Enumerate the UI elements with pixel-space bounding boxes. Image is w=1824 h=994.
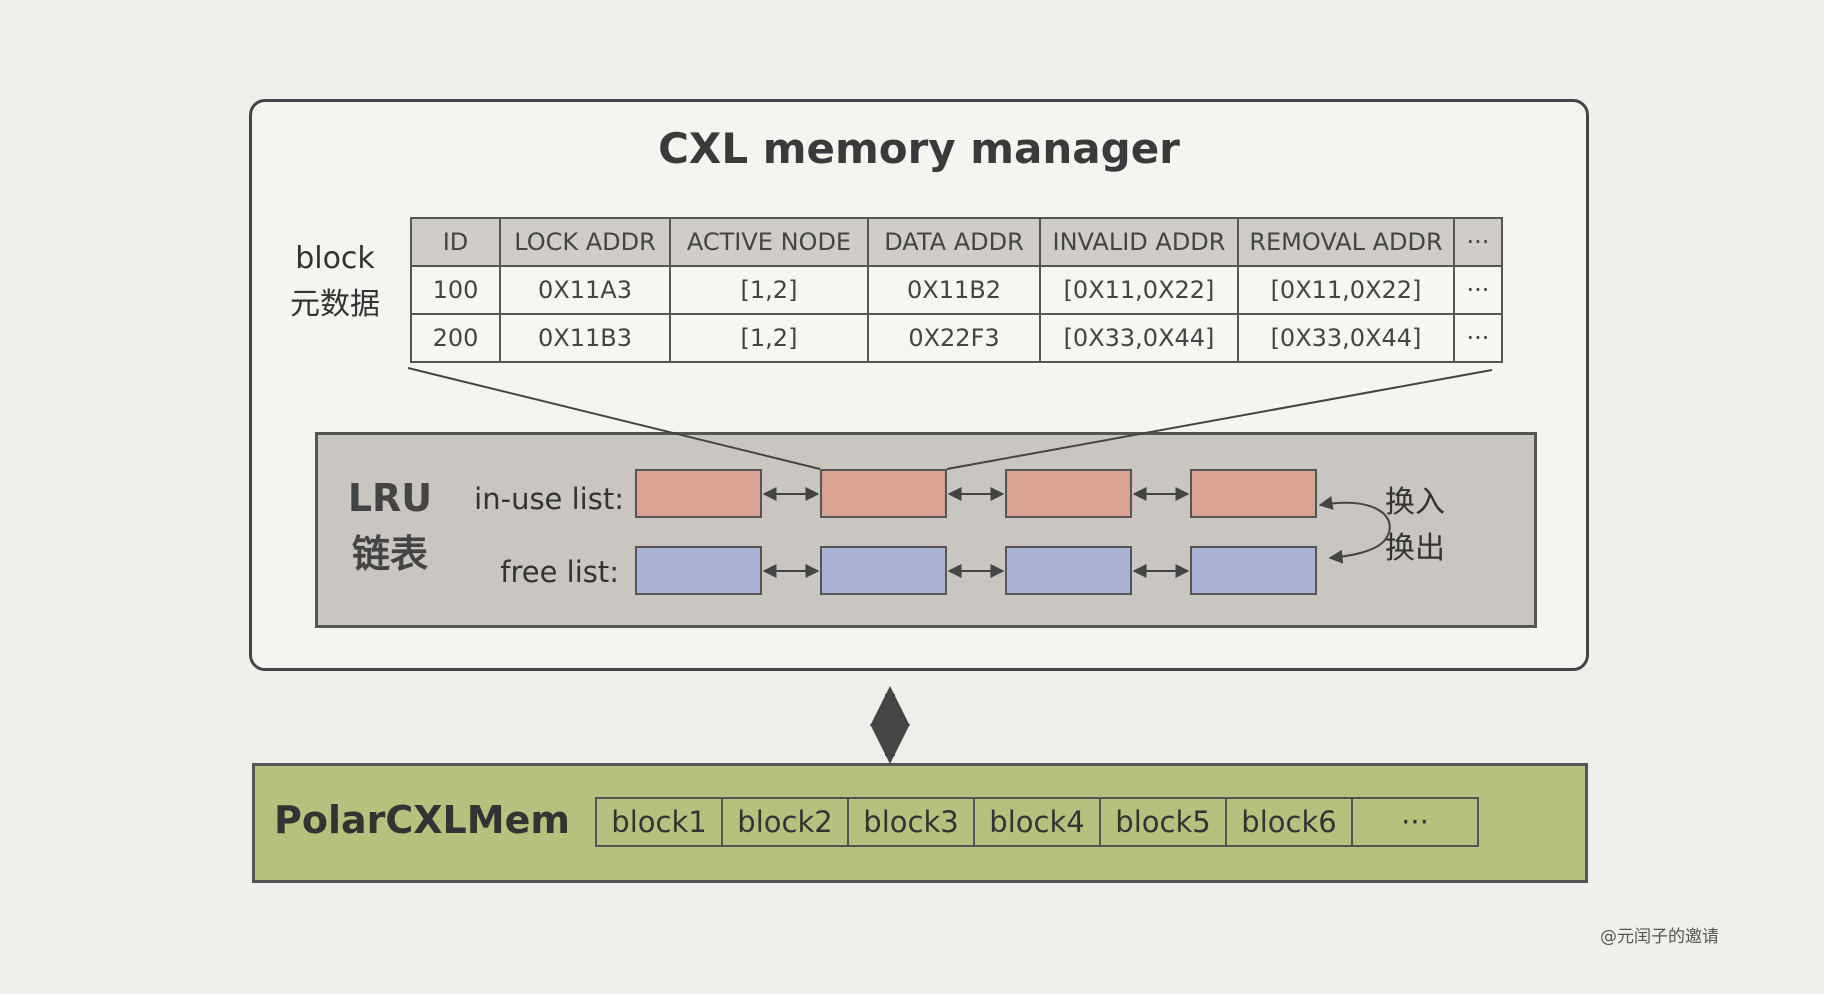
table-row: 100 0X11A3 [1,2] 0X11B2 [0X11,0X22] [0X1… xyxy=(410,265,1503,315)
lru-title: LRU 链表 xyxy=(330,470,450,582)
metadata-label: block 元数据 xyxy=(270,236,400,328)
inuse-node xyxy=(1005,469,1132,518)
inuse-node xyxy=(1190,469,1317,518)
table-header-row: ID LOCK ADDR ACTIVE NODE DATA ADDR INVAL… xyxy=(410,217,1503,267)
free-node xyxy=(1005,546,1132,595)
swap-label: 换入 换出 xyxy=(1385,480,1445,572)
table-cell: ··· xyxy=(1453,265,1503,315)
funnel-line-left xyxy=(407,367,821,470)
block-metadata-table: ID LOCK ADDR ACTIVE NODE DATA ADDR INVAL… xyxy=(410,217,1503,363)
swap-out-label: 换出 xyxy=(1385,531,1445,566)
table-cell: ··· xyxy=(1453,313,1503,363)
table-cell: [0X33,0X44] xyxy=(1237,313,1455,363)
memory-block: block3 xyxy=(847,797,975,847)
watermark: @元闰子的邀请 xyxy=(1600,927,1719,947)
table-cell: [1,2] xyxy=(669,265,869,315)
free-list-label: free list: xyxy=(500,555,619,589)
memory-block: block5 xyxy=(1099,797,1227,847)
free-node xyxy=(635,546,762,595)
header-invalid-addr: INVALID ADDR xyxy=(1039,217,1239,267)
header-more: ··· xyxy=(1453,217,1503,267)
memory-block: block6 xyxy=(1225,797,1353,847)
block-row: block1 block2 block3 block4 block5 block… xyxy=(595,797,1479,847)
table-cell: [0X33,0X44] xyxy=(1039,313,1239,363)
table-cell: 0X11B2 xyxy=(867,265,1041,315)
table-cell: 0X11B3 xyxy=(499,313,671,363)
diagram-title: CXL memory manager xyxy=(658,124,1180,173)
header-id: ID xyxy=(410,217,501,267)
memory-block: block2 xyxy=(721,797,849,847)
metadata-label-line2: 元数据 xyxy=(290,287,380,322)
memory-block-more: ··· xyxy=(1351,797,1479,847)
table-cell: 0X22F3 xyxy=(867,313,1041,363)
memory-block: block4 xyxy=(973,797,1101,847)
header-lock-addr: LOCK ADDR xyxy=(499,217,671,267)
table-cell: 0X11A3 xyxy=(499,265,671,315)
table-cell: 200 xyxy=(410,313,501,363)
metadata-label-line1: block xyxy=(295,241,375,276)
header-data-addr: DATA ADDR xyxy=(867,217,1041,267)
swap-arrow xyxy=(1318,496,1391,564)
memory-block: block1 xyxy=(595,797,723,847)
inuse-list-label: in-use list: xyxy=(474,482,624,516)
table-row: 200 0X11B3 [1,2] 0X22F3 [0X33,0X44] [0X3… xyxy=(410,313,1503,363)
table-cell: [0X11,0X22] xyxy=(1039,265,1239,315)
header-active-node: ACTIVE NODE xyxy=(669,217,869,267)
swap-in-label: 换入 xyxy=(1385,485,1445,520)
table-cell: [0X11,0X22] xyxy=(1237,265,1455,315)
polarcxlmem-title: PolarCXLMem xyxy=(274,798,570,842)
funnel-line-right xyxy=(946,369,1493,470)
lru-title-line2: 链表 xyxy=(351,532,428,576)
header-removal-addr: REMOVAL ADDR xyxy=(1237,217,1455,267)
table-cell: 100 xyxy=(410,265,501,315)
inuse-node xyxy=(635,469,762,518)
table-cell: [1,2] xyxy=(669,313,869,363)
free-node xyxy=(820,546,947,595)
free-node xyxy=(1190,546,1317,595)
lru-title-line1: LRU xyxy=(347,476,433,520)
inuse-node xyxy=(820,469,947,518)
